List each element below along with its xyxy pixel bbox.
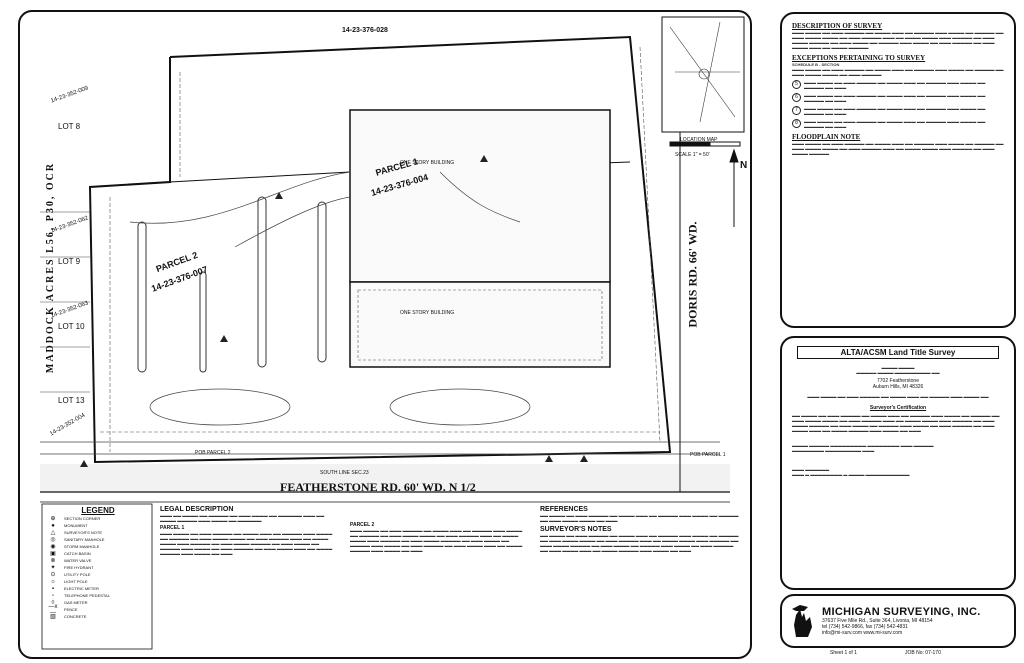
lot-13-label: LOT 13 <box>58 396 85 405</box>
building-2 <box>349 281 611 368</box>
exception-note: 6▬▬▬ ▬▬▬▬ ▬▬ ▬▬▬ ▬▬▬▬▬ ▬▬ ▬▬▬▬ ▬▬▬ ▬▬ ▬▬… <box>792 93 1004 103</box>
building-inner <box>357 289 603 361</box>
title-city: Auburn Hills, MI 48326 <box>872 384 924 390</box>
parking-islands <box>137 196 327 373</box>
subdivision-label: MADDOCK ACRES L56, P30, OCR <box>45 161 57 374</box>
building-1 <box>349 109 611 283</box>
legend-item: ☼LIGHT POLE <box>50 578 88 585</box>
legend-item: △SURVEYOR'S NOTE <box>50 530 103 536</box>
retention-basin-1 <box>149 388 291 426</box>
exceptions-subtitle: SCHEDULE B - SECTION <box>792 62 840 67</box>
surveyors-notes-title: SURVEYOR'S NOTES <box>540 526 612 533</box>
legend-title: LEGEND <box>81 506 115 515</box>
exceptions-title: EXCEPTIONS PERTAINING TO SURVEY <box>792 54 926 62</box>
legend-item: ●MONUMENT <box>51 522 88 529</box>
survey-drawing-frame: PARCEL 1 14-23-376-004 PARCEL 2 14-23-37… <box>18 10 752 659</box>
title-block-panel: ALTA/ACSM Land Title Survey ▬▬▬▬ ▬▬▬▬▬▬▬… <box>780 336 1016 590</box>
exception-note: 7▬▬▬ ▬▬▬▬ ▬▬ ▬▬▬ ▬▬▬▬▬ ▬▬ ▬▬▬▬ ▬▬▬ ▬▬ ▬▬… <box>792 106 1004 116</box>
legend-item: ⊙UTILITY POLE <box>50 572 91 578</box>
legend-item: ◎SANITARY MANHOLE <box>50 537 105 543</box>
legend-box <box>41 503 153 650</box>
title-address: 7702 Featherstone <box>877 378 919 384</box>
legend-item: ▣CATCH BASIN <box>50 551 91 557</box>
sheet-label: Sheet 1 of 1 <box>830 650 857 656</box>
company-phone: tel (734) 542-9866, fax (734) 542-4831 <box>822 624 908 630</box>
description-panel: DESCRIPTION OF SURVEY ▬▬▬ ▬▬▬▬ ▬▬ ▬▬▬ ▬▬… <box>780 12 1016 328</box>
location-map-label: LOCATION MAP <box>680 137 718 143</box>
certification-title: Surveyor's Certification <box>869 405 927 411</box>
title-block-heading: ALTA/ACSM Land Title Survey <box>797 346 999 359</box>
lot-9-label: LOT 9 <box>58 257 81 266</box>
scale-bar <box>669 141 741 147</box>
lot-10-label: LOT 10 <box>58 322 85 331</box>
company-web: info@mi-surv.com www.mi-surv.com <box>822 630 903 636</box>
surveyor-note-markers <box>80 155 588 467</box>
doris-road-label: DORIS RD. 66' WD. <box>685 221 700 328</box>
company-address: 37637 Five Mile Rd., Suite 364, Livonia,… <box>822 618 933 624</box>
pob-parcel2-label: POB PARCEL 2 <box>195 450 231 456</box>
parcel-2-block: PARCEL 2 ▬▬▬ ▬▬▬▬ ▬▬ ▬▬▬ ▬▬▬▬▬ ▬▬ ▬▬▬▬ ▬… <box>350 522 530 553</box>
description-title: DESCRIPTION OF SURVEY <box>792 22 883 30</box>
north-arrow <box>729 148 739 227</box>
exception-note: 5▬▬▬ ▬▬▬▬ ▬▬ ▬▬▬ ▬▬▬▬▬ ▬▬ ▬▬▬▬ ▬▬▬ ▬▬ ▬▬… <box>792 80 1004 90</box>
featherstone-road-label: FEATHERSTONE RD. 60' WD. N 1/2 <box>280 480 476 494</box>
legend-item: —x—FENCE <box>48 603 78 616</box>
legend-item: ✦FIRE HYDRANT <box>50 565 94 571</box>
retention-basin-2 <box>389 388 531 426</box>
legend-item: ▪ELECTRIC METER <box>51 585 99 592</box>
references-block: REFERENCES ▬▬ ▬▬▬▬ ▬▬ ▬▬▬ ▬▬▬▬▬ ▬▬ ▬▬▬▬ … <box>540 506 739 553</box>
legend-item: ⊗WATER VALVE <box>50 558 92 564</box>
location-map <box>661 16 745 133</box>
floodplain-title: FLOODPLAIN NOTE <box>792 133 861 141</box>
parcel-1-title: PARCEL 1 <box>160 525 185 531</box>
legend: LEGEND ⊕SECTION CORNER ●MONUMENT △SURVEY… <box>46 506 150 620</box>
legend-item: ▫TELEPHONE PEDESTAL <box>51 592 110 599</box>
exception-note: 8▬▬▬ ▬▬▬▬ ▬▬ ▬▬▬ ▬▬▬▬▬ ▬▬ ▬▬▬▬ ▬▬▬ ▬▬ ▬▬… <box>792 119 1004 129</box>
parcel-2-title: PARCEL 2 <box>350 522 375 528</box>
legend-item: ◊GAS METER <box>51 599 88 606</box>
legend-item: ◉STORM MANHOLE <box>50 544 100 550</box>
legend-item: ▧CONCRETE <box>50 614 87 620</box>
michigan-icon <box>792 605 812 637</box>
building2-note: ONE STORY BUILDING <box>400 310 455 316</box>
legal-description-block: LEGAL DESCRIPTION ▬▬▬ ▬▬ ▬▬▬▬ ▬▬ ▬▬▬▬▬ ▬… <box>160 506 340 556</box>
legend-item: ⊕SECTION CORNER <box>50 516 101 522</box>
company-name: MICHIGAN SURVEYING, INC. <box>822 606 981 618</box>
pob-parcel1-label: POB PARCEL 1 <box>690 452 726 458</box>
references-title: REFERENCES <box>540 506 588 513</box>
north-letter: N <box>740 160 748 171</box>
company-panel: MICHIGAN SURVEYING, INC. 37637 Five Mile… <box>780 594 1016 648</box>
lot-8-label: LOT 8 <box>58 122 81 131</box>
featherstone-road <box>40 464 730 492</box>
south-line-label: SOUTH LINE SEC.23 <box>320 470 369 476</box>
north-parcel-id: 14-23-376-028 <box>342 27 388 34</box>
job-label: JOB No: 07-170 <box>905 650 941 656</box>
legal-description-title: LEGAL DESCRIPTION <box>160 506 234 513</box>
building1-note: ONE STORY BUILDING <box>400 160 455 166</box>
scale-label: SCALE 1" = 50' <box>675 152 710 158</box>
survey-plan <box>40 16 745 650</box>
